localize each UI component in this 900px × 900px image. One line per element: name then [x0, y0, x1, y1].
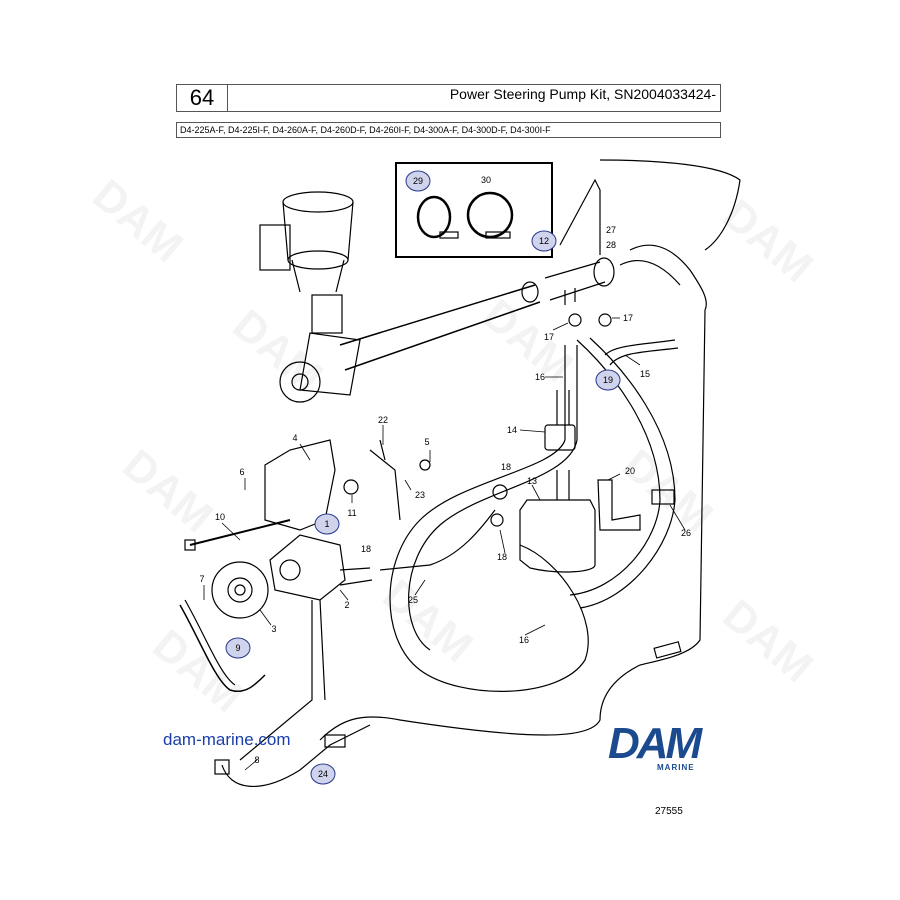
part-labels: 2 3 4 5 6 7 8 10 11 13 14 15 16 16 17 17…	[199, 175, 691, 765]
label-2: 2	[344, 600, 349, 610]
leader-lines	[203, 317, 686, 771]
watermark: DAM DAM DAM DAM DAM DAM DAM DAM DAM	[84, 170, 822, 722]
label-17-right: 17	[623, 313, 633, 323]
label-7: 7	[199, 574, 204, 584]
label-16-top: 16	[535, 372, 545, 382]
page-title: Power Steering Pump Kit, SN2004033424-	[449, 86, 716, 102]
circled-labels: 1 9 12 19 24 29	[225, 170, 621, 785]
clamp-30-drawing	[466, 191, 514, 239]
label-22: 22	[378, 415, 388, 425]
label-13: 13	[527, 476, 537, 486]
callout-24: 24	[310, 763, 336, 785]
label-17-left: 17	[544, 332, 554, 342]
reservoir-cap	[544, 424, 576, 451]
label-11: 11	[347, 508, 356, 518]
label-4: 4	[292, 433, 297, 443]
label-28: 28	[606, 240, 616, 250]
label-3: 3	[271, 624, 276, 634]
header-box: 64 Power Steering Pump Kit, SN2004033424…	[176, 84, 721, 112]
pulley-drawing	[211, 561, 269, 619]
filter-top	[282, 191, 354, 213]
label-26: 26	[681, 528, 691, 538]
label-25: 25	[408, 595, 418, 605]
watermark-text: DAM	[224, 300, 332, 402]
watermark-text: DAM	[614, 440, 722, 542]
dam-logo: DAM	[608, 719, 702, 768]
clamp-inset-box	[395, 162, 553, 258]
diagram-reference-number: 27555	[655, 806, 683, 817]
drawing-lines	[179, 159, 741, 788]
callout-19: 19	[595, 369, 621, 391]
callout-12: 12	[531, 230, 557, 252]
label-16-bottom: 16	[519, 635, 529, 645]
watermark-text: DAM	[374, 570, 482, 672]
label-18-top: 18	[501, 462, 511, 472]
label-8: 8	[254, 755, 259, 765]
callout-1: 1	[314, 513, 340, 535]
label-27: 27	[606, 225, 616, 235]
clamp-29-drawing	[416, 195, 452, 239]
label-6: 6	[239, 467, 244, 477]
svg-text:12: 12	[539, 236, 549, 246]
label-18-left: 18	[361, 544, 371, 554]
label-5: 5	[424, 437, 429, 447]
label-15: 15	[640, 369, 650, 379]
pump-drawing	[269, 534, 346, 601]
callout-29: 29	[405, 170, 431, 192]
svg-text:24: 24	[318, 769, 328, 779]
svg-text:19: 19	[603, 375, 613, 385]
label-18-mid: 18	[497, 552, 507, 562]
label-23: 23	[415, 490, 425, 500]
model-list: D4-225A-F, D4-225I-F, D4-260A-F, D4-260D…	[176, 122, 721, 138]
dam-logo-subtitle: MARINE	[657, 763, 695, 772]
label-14: 14	[507, 425, 517, 435]
svg-text:1: 1	[324, 519, 329, 529]
label-30: 30	[481, 175, 491, 185]
website-url[interactable]: dam-marine.com	[163, 730, 291, 749]
watermark-text: DAM	[714, 190, 822, 292]
watermark-text: DAM	[714, 590, 822, 692]
svg-text:29: 29	[413, 176, 423, 186]
watermark-text: DAM	[84, 170, 192, 272]
page-number: 64	[177, 85, 228, 111]
label-20: 20	[625, 466, 635, 476]
pump-bracket	[264, 439, 336, 531]
label-10: 10	[215, 512, 225, 522]
watermark-text: DAM	[114, 440, 222, 542]
reservoir-drawing	[519, 499, 596, 573]
watermark-text: DAM	[144, 620, 252, 722]
callout-9: 9	[225, 637, 251, 659]
svg-text:9: 9	[235, 643, 240, 653]
